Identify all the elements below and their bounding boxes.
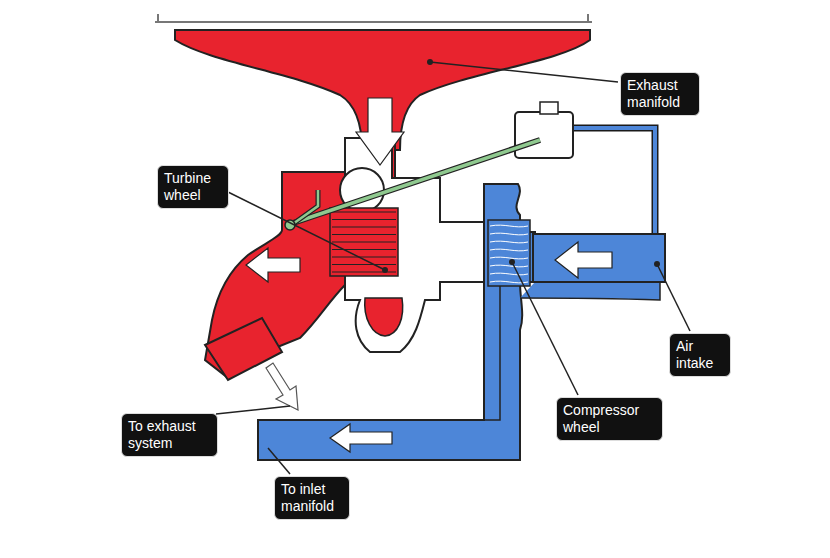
callout-label: To exhaust system (121, 413, 218, 457)
callout-text: Compressor wheel (563, 402, 656, 436)
wastegate-lever (290, 190, 318, 226)
callout-text: To inlet manifold (281, 481, 343, 515)
oil-drain (365, 298, 403, 336)
callout-text: To exhaust system (128, 418, 211, 452)
actuator-rod-outline (290, 140, 540, 224)
compressor-wheel-fins (488, 220, 530, 286)
turbine-wheel-fins (330, 208, 398, 276)
exhaust-out-arrow (246, 248, 300, 282)
callout-label: Turbine wheel (157, 165, 229, 209)
callout-label: Exhaust manifold (620, 72, 700, 116)
intake-flow-arrow (555, 242, 612, 278)
callout-text: Exhaust manifold (627, 77, 693, 111)
callout-text: Air intake (676, 338, 724, 372)
wastegate-actuator (515, 112, 573, 158)
compressor-housing (258, 184, 535, 460)
callout-label: Compressor wheel (556, 397, 663, 441)
boost-flow-arrow (330, 424, 392, 452)
callout-label: Air intake (669, 333, 731, 377)
to-exhaust-arrow (266, 363, 298, 410)
exhaust-flow-arrow (356, 98, 404, 165)
actuator-rod (290, 140, 540, 224)
intake-return (520, 282, 660, 300)
leader-lines (216, 62, 690, 474)
callout-text: Turbine wheel (164, 170, 222, 204)
callout-label: To inlet manifold (274, 476, 350, 520)
mounting-flange-line (155, 14, 592, 22)
air-intake-duct (533, 234, 665, 282)
